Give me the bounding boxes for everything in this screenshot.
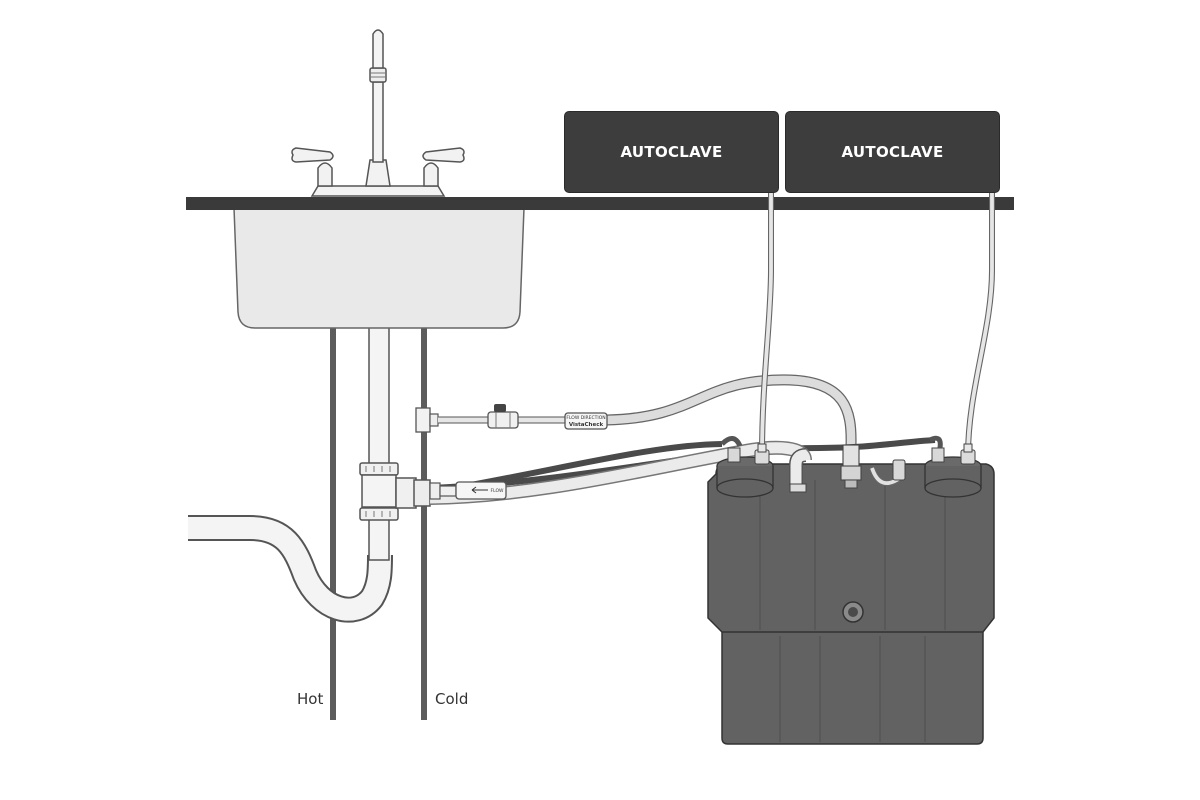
autoclave-1-label: AUTOCLAVE — [620, 143, 723, 161]
cold-supply-pipe — [421, 325, 427, 720]
drain-tee-fitting — [359, 462, 431, 521]
faucet — [291, 29, 465, 197]
countertop — [186, 197, 1014, 210]
autoclave-2: AUTOCLAVE — [785, 111, 1000, 193]
tank — [707, 456, 995, 745]
cold-line-tee — [415, 407, 439, 433]
autoclave-tubes — [759, 192, 995, 456]
check-valve: FLOW — [429, 481, 507, 500]
check-valve-text: FLOW — [491, 488, 504, 494]
filter-flow-text: FLOW DIRECTION — [566, 415, 605, 421]
cold-label: Cold — [435, 690, 469, 708]
autoclave-2-label: AUTOCLAVE — [841, 143, 944, 161]
drain-p-trap — [188, 515, 393, 623]
drain-tailpiece — [368, 324, 390, 561]
hot-label: Hot — [297, 690, 324, 708]
filter-brand-text: VistaCheck — [569, 422, 604, 428]
hot-supply-pipe — [330, 325, 336, 720]
shutoff-valve — [487, 404, 519, 429]
sink-basin — [233, 207, 525, 329]
vistacheck-filter: FLOW DIRECTION VistaCheck — [564, 412, 608, 430]
autoclave-1: AUTOCLAVE — [564, 111, 779, 193]
supply-tube-upper — [438, 374, 857, 446]
tank-fittings — [720, 435, 976, 493]
